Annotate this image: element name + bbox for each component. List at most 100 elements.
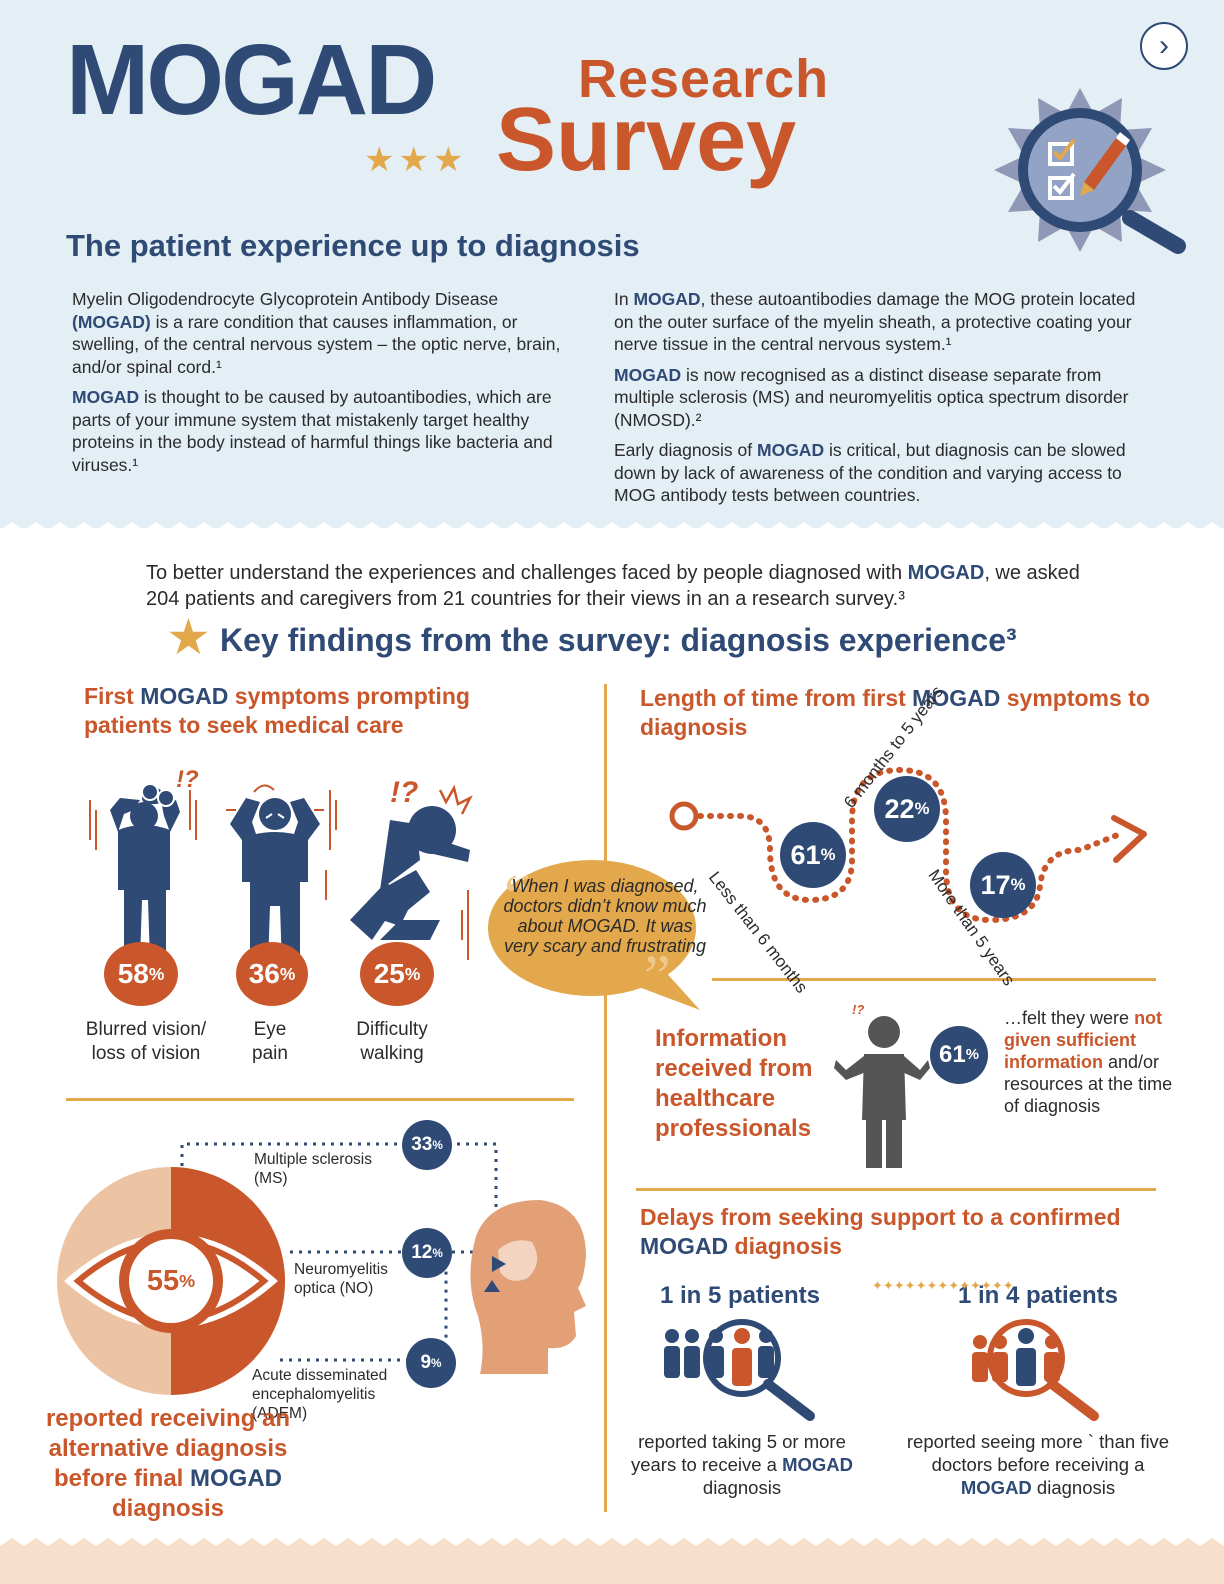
timeline-badge: 17% xyxy=(970,852,1036,918)
diagnosis-name: Neuromyelitis optica (NO) xyxy=(294,1261,388,1297)
alternative-value: 55% xyxy=(135,1247,207,1315)
alt-text: diagnosis xyxy=(111,1495,225,1522)
symptoms-heading: First MOGAD symptoms prompting patients … xyxy=(84,682,514,740)
heading-text: symptoms prompting patients to seek medi… xyxy=(84,683,470,738)
people-magnifier-icon xyxy=(972,1319,1099,1421)
stat-value: 9 xyxy=(420,1352,432,1373)
intro-text: Early diagnosis of xyxy=(614,440,757,460)
heading-emphasis: MOGAD xyxy=(140,683,229,709)
intro-text: is now recognised as a distinct disease … xyxy=(614,364,1129,430)
stat-badge: 25% xyxy=(360,942,434,1006)
percent-sign: % xyxy=(279,963,296,984)
dotted-separator: ✦✦✦✦✦✦✦✦✦✦✦✦✦ xyxy=(872,1278,1014,1293)
alternative-diagnosis-pie xyxy=(57,1167,285,1395)
delays-heading: Delays from seeking support to a confirm… xyxy=(640,1203,1160,1261)
zigzag-divider xyxy=(0,522,1224,536)
blurred-vision-person-icon xyxy=(89,783,197,960)
intro-emphasis: MOGAD xyxy=(633,289,701,309)
star-icon: ★ xyxy=(166,609,211,665)
ratio-line: diagnosis xyxy=(1031,1477,1116,1498)
stat-value: 25 xyxy=(373,958,405,989)
stat-value: 17 xyxy=(980,869,1011,900)
information-text: …felt they were not given sufficient inf… xyxy=(1004,1007,1174,1117)
exclaim-mark: !? xyxy=(852,1002,865,1017)
label-line: loss of vision xyxy=(91,1043,201,1064)
stat-value: 36 xyxy=(248,958,280,989)
symptom-label: Difficulty walking xyxy=(342,1018,442,1066)
heading-text: Length of time from first xyxy=(640,685,913,711)
timeline-badge: 61% xyxy=(780,822,846,888)
heading-text: Delays from seeking support to a confirm… xyxy=(640,1204,1121,1230)
diagnosis-name: Acute disseminated encephalomyelitis (AD… xyxy=(252,1367,388,1422)
info-line: …felt they were xyxy=(1004,1008,1135,1028)
intro-emphasis: MOGAD xyxy=(614,364,682,385)
svg-text:”: ” xyxy=(644,943,671,1009)
diagnosis-badge: 12% xyxy=(402,1228,452,1278)
stat-value: 58 xyxy=(117,958,149,989)
lead-text: , we asked 204 patients and caregivers f… xyxy=(146,562,1080,610)
checklist-magnifier-icon xyxy=(994,88,1186,254)
intro-text: , these autoantibodies damage the MOG pr… xyxy=(614,289,1136,354)
intro-text: is a rare condition that causes inflamma… xyxy=(72,311,561,377)
percent-sign: % xyxy=(432,1246,443,1260)
quote-text: When I was diagnosed, doctors didn’t kno… xyxy=(503,876,707,956)
percent-sign: % xyxy=(965,1047,979,1063)
percent-sign: % xyxy=(1010,875,1026,894)
label-line: pain xyxy=(252,1043,288,1064)
vertical-divider xyxy=(604,684,607,1512)
intro-left: Myelin Oligodendrocyte Glycoprotein Anti… xyxy=(72,288,568,484)
ratio-left: 1 in 5 patients xyxy=(659,1282,821,1309)
stat-value: 55 xyxy=(146,1264,180,1297)
percent-sign: % xyxy=(148,963,165,984)
stat-value: 61 xyxy=(939,1041,966,1068)
intro-paragraph: Early diagnosis of MOGAD is critical, bu… xyxy=(614,439,1154,507)
quote-bubble: “ ” xyxy=(488,860,700,1010)
ratio-emphasis: MOGAD xyxy=(960,1477,1032,1498)
intro-paragraph: MOGAD is thought to be caused by autoant… xyxy=(72,386,568,476)
next-page-button[interactable]: › xyxy=(1140,22,1188,70)
label-line: walking xyxy=(360,1043,424,1064)
horizontal-divider xyxy=(66,1098,574,1101)
diagnosis-badge: 33% xyxy=(402,1120,452,1170)
ratio-emphasis: MOGAD xyxy=(782,1454,854,1475)
info-emphasis: not given sufficient information xyxy=(1004,1008,1163,1072)
intro-text: is critical, but diagnosis can be slowed… xyxy=(614,440,1126,505)
timeline-heading: Length of time from first MOGAD symptoms… xyxy=(640,684,1160,742)
exclaim-mark: !? xyxy=(176,766,199,793)
percent-sign: % xyxy=(179,1270,196,1291)
intro-paragraph: Myelin Oligodendrocyte Glycoprotein Anti… xyxy=(72,288,568,378)
section-subtitle: The patient experience up to diagnosis xyxy=(66,228,640,263)
symptom-label: Blurred vision/loss of vision xyxy=(66,1018,226,1066)
intro-paragraph: MOGAD is now recognised as a distinct di… xyxy=(614,364,1154,432)
svg-text:“: “ xyxy=(504,863,531,929)
heading-emphasis: MOGAD xyxy=(640,1233,729,1259)
percent-sign: % xyxy=(404,963,421,984)
intro-emphasis: MOGAD xyxy=(757,440,825,460)
ratio-line: reported seeing more ` than five doctors… xyxy=(906,1431,1170,1475)
key-findings-title: Key findings from the survey: diagnosis … xyxy=(220,622,1017,658)
ratio-line: reported taking 5 or more years to recei… xyxy=(630,1431,846,1475)
people-magnifier-icon xyxy=(664,1319,815,1421)
header-background xyxy=(0,0,1224,528)
intro-paragraph: In MOGAD, these autoantibodies damage th… xyxy=(614,288,1154,356)
timeline-path xyxy=(669,766,1147,924)
heading-text: First xyxy=(84,683,141,709)
horizontal-divider xyxy=(712,978,1156,981)
intro-emphasis: (MOGAD) xyxy=(72,311,151,332)
percent-sign: % xyxy=(431,1356,442,1370)
percent-sign: % xyxy=(432,1138,443,1152)
ratio-line: diagnosis xyxy=(702,1477,782,1498)
page-title: MOGAD xyxy=(66,24,437,136)
difficulty-walking-person-icon xyxy=(325,784,473,960)
percent-sign: % xyxy=(820,845,836,864)
stat-value: 61 xyxy=(790,839,821,870)
footer-zigzag xyxy=(0,1538,1224,1552)
label-line: Difficulty xyxy=(356,1019,428,1040)
percent-sign: % xyxy=(914,799,930,818)
heading-emphasis: MOGAD xyxy=(912,685,1001,711)
ratio-right-text: reported seeing more ` than five doctors… xyxy=(902,1430,1174,1499)
intro-right: In MOGAD, these autoantibodies damage th… xyxy=(614,288,1154,515)
info-line: and/or resources at the time of diagnosi… xyxy=(1004,1052,1173,1116)
intro-text: In xyxy=(614,289,634,309)
head-profile-icon xyxy=(470,1200,586,1374)
